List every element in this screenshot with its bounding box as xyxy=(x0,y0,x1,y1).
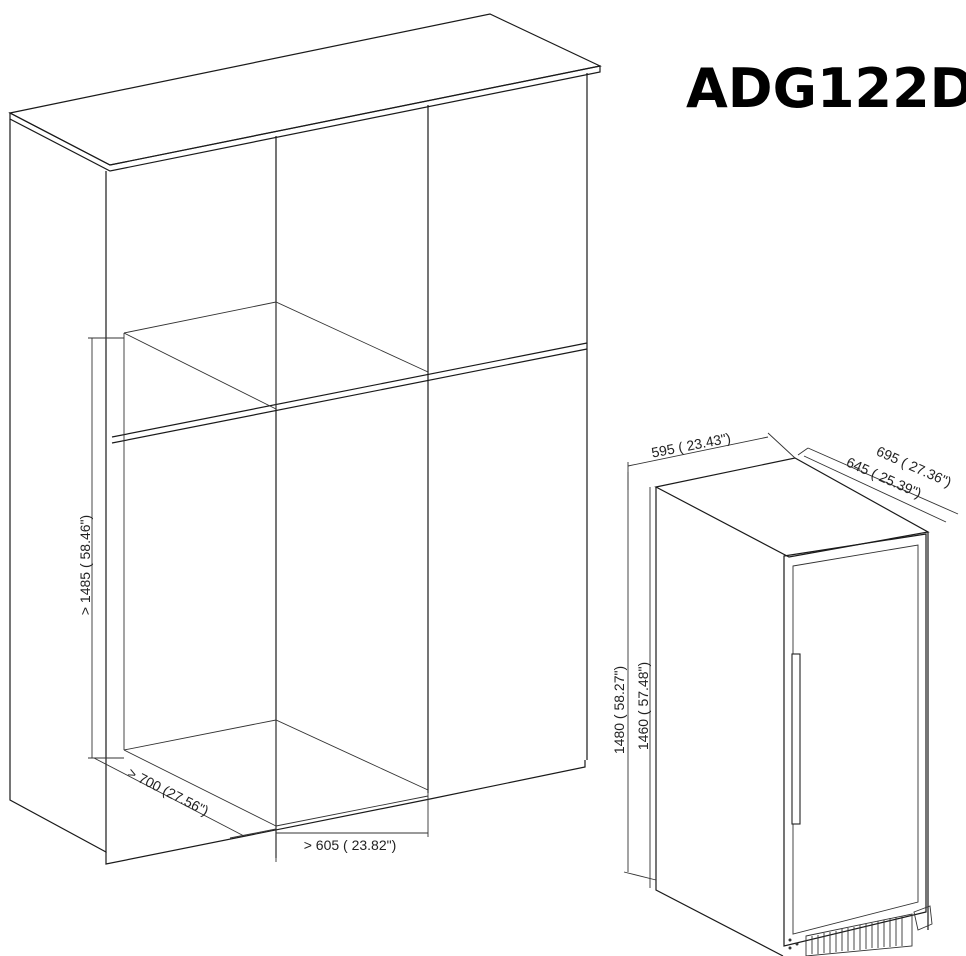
model-title: ADG122D xyxy=(686,57,966,120)
cabinet-dimensions xyxy=(88,337,429,862)
cabinet xyxy=(8,13,602,865)
door-handle xyxy=(791,653,801,825)
appliance-height-outer-label: 1480 ( 58.27") xyxy=(611,666,627,754)
appliance-height-inner-label: 1460 ( 57.48") xyxy=(635,662,651,750)
vent-grille xyxy=(805,913,913,956)
cabinet-width-label: > 605 ( 23.82") xyxy=(304,837,397,853)
cabinet-height-label: > 1485 ( 58.46") xyxy=(77,515,93,615)
appliance-width-label: 595 ( 23.43") xyxy=(650,430,732,461)
appliance-dimensions xyxy=(623,432,959,888)
wine-cooler xyxy=(654,457,933,956)
